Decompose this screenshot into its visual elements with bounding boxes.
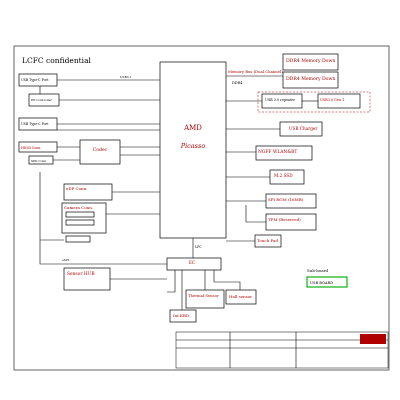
m2-label: M.2 SSD (274, 173, 293, 178)
memory-type-label: DDR4 (232, 81, 243, 85)
title-block (175, 331, 389, 369)
usb-a-label: USB3.0 Gen 1 (320, 98, 344, 102)
ec-label: EC (189, 260, 195, 265)
camera-sub-2 (65, 219, 95, 226)
ddr4-down-1-label: DDR4 Memory Down (286, 58, 335, 64)
left-feed-line (39, 172, 64, 241)
camera-conn (61, 202, 107, 234)
hall-link (213, 270, 241, 290)
usb-hub-group (257, 91, 371, 113)
usb-hub-label: USB 3.0 repeater (265, 98, 295, 102)
usb-charger-label: USB Charger (289, 126, 317, 131)
ddr4-down-2 (282, 71, 339, 89)
camera-sub-3 (65, 235, 91, 243)
memory-bus-label: Memory Bus (Dual Channel) (228, 69, 283, 74)
sensor-hub-label: Sensor HUB (67, 272, 95, 277)
edp-label: eDP Conn. (66, 186, 87, 191)
touch-pad-label: Touch Pad (257, 238, 278, 243)
pd-controller-label: PD Controller (31, 98, 53, 102)
hdmi-label: HDMI Conn. (21, 146, 41, 150)
codec-block (79, 139, 121, 165)
spk-label: SPK Conn. (31, 159, 47, 163)
ec-left-bus (39, 240, 167, 265)
cpu-block (159, 61, 227, 239)
ngff-wlan-bt (255, 145, 313, 161)
thermal-label: Thermal Sensor (188, 293, 219, 298)
tpm-link (245, 205, 266, 223)
page-frame (13, 45, 390, 371)
cpu-vendor: AMD (183, 124, 202, 132)
type-c-port-1-label: USB Type-C Port (21, 78, 49, 82)
codec-label: Codec (93, 147, 108, 153)
usb-board-label: USB BOARD (310, 281, 333, 285)
ec-sensor-drop (167, 270, 176, 293)
kbd-label: Int.KBD (173, 313, 189, 318)
hall-sensor (225, 289, 257, 305)
type-c-1-signal: USB3.1 (120, 75, 132, 79)
lpc-label: LPC (195, 245, 202, 249)
espi-label: eSPI (62, 258, 70, 262)
logo-block (360, 334, 386, 344)
cpu-name: Picasso (180, 142, 206, 150)
ddr4-down-1 (282, 53, 339, 71)
header-title: LCFC confidential (22, 56, 92, 65)
subboard-title: Sub-board (307, 268, 328, 273)
camera-label: Camera Conn. (64, 205, 93, 210)
usb-board (306, 276, 348, 288)
ngff-label: NGFF WLAN&BT (258, 150, 297, 155)
tpm-label: TPM (Reserved) (268, 217, 301, 222)
camera-sub-1 (65, 211, 95, 218)
type-c-port-2-label: USB Type-C Port (21, 122, 49, 126)
hall-label: Hall sensor (229, 294, 252, 299)
ddr4-down-2-label: DDR4 Memory Down (286, 76, 335, 82)
int-kbd (169, 309, 197, 323)
spi-rom-label: SPI ROM (16MB) (268, 197, 304, 202)
